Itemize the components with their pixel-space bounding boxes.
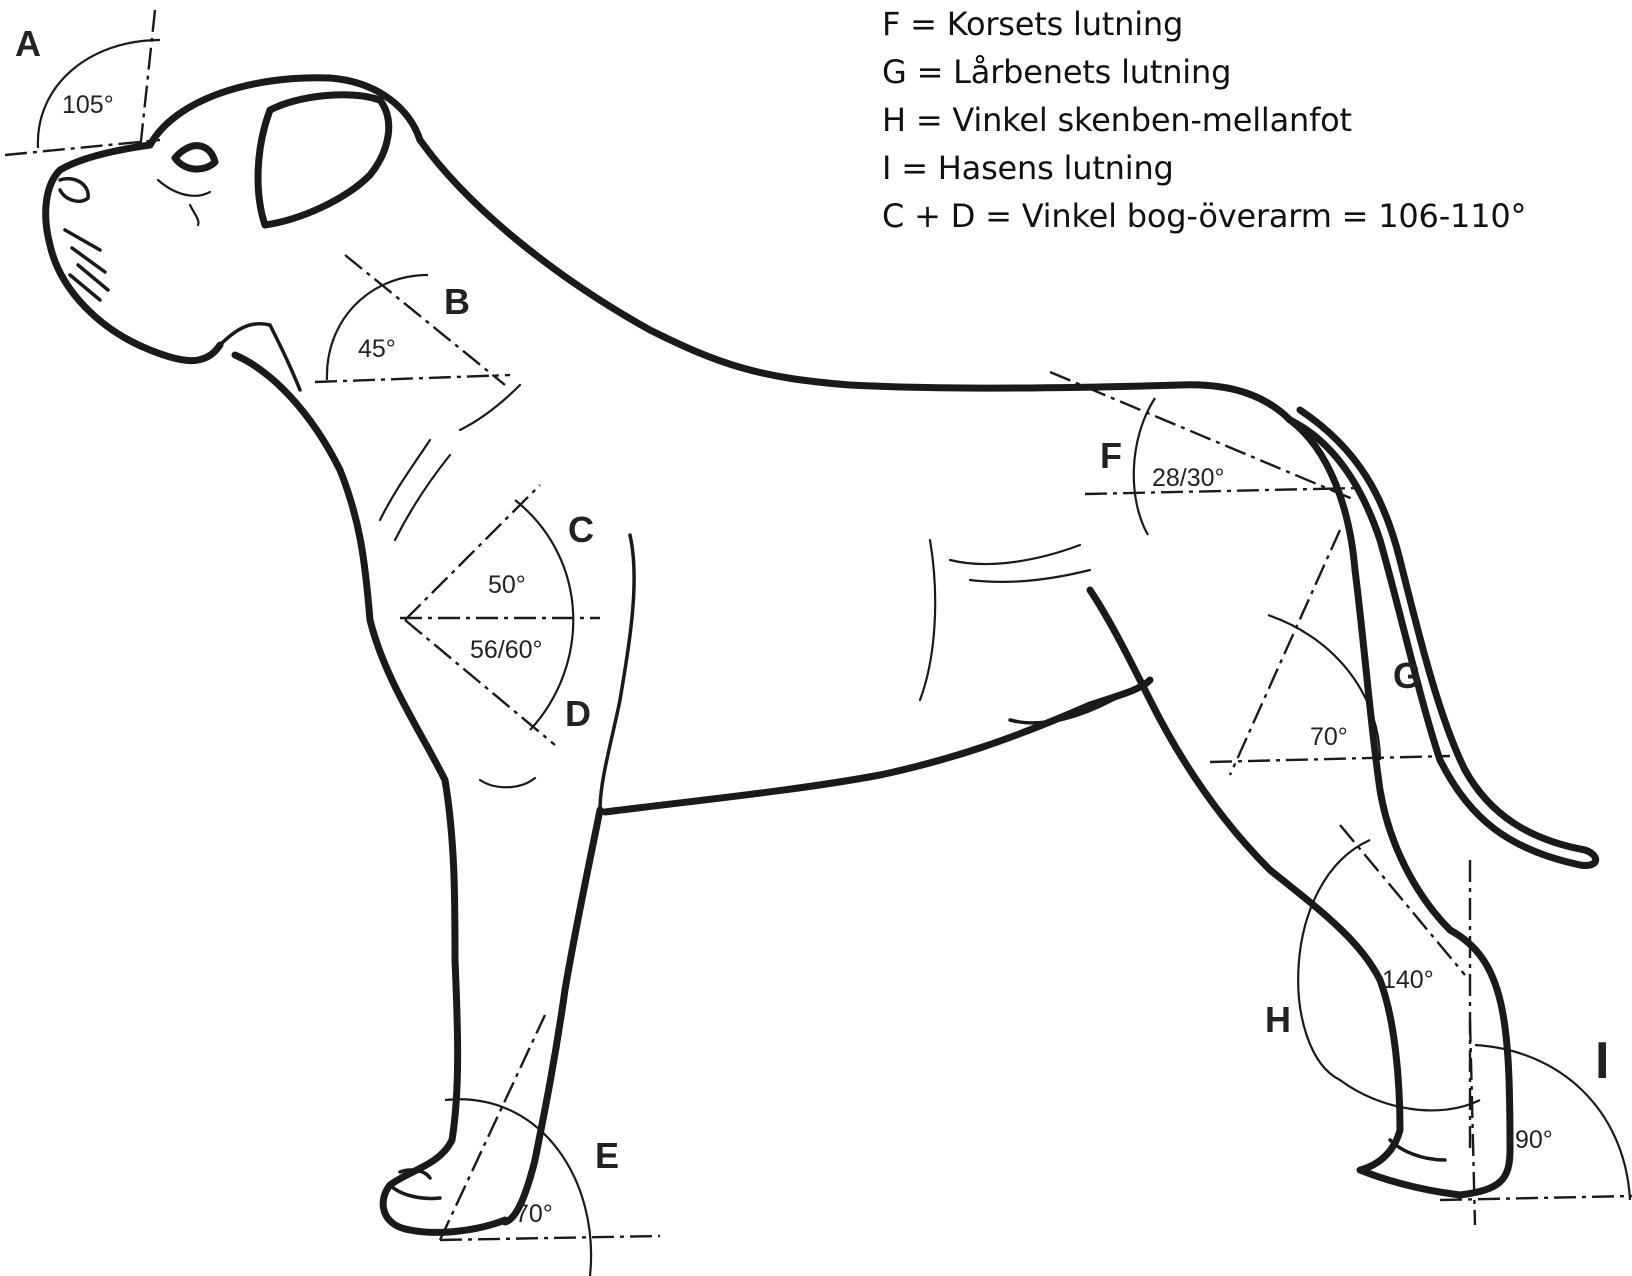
nose (60, 179, 88, 202)
angle-f: 28/30° (1152, 464, 1225, 492)
eye-wrinkle (158, 180, 210, 225)
ear (258, 95, 389, 225)
angle-i: 90° (1515, 1126, 1553, 1154)
label-d: D (565, 693, 591, 734)
angle-h: 140° (1382, 966, 1434, 994)
angle-a: 105° (62, 91, 114, 119)
neck-chest-outline (235, 355, 505, 1232)
line-g-horizontal (1210, 756, 1450, 762)
label-c: C (568, 509, 594, 550)
label-f: F (1100, 435, 1122, 476)
arc-e (445, 1099, 591, 1276)
head-outline (150, 78, 1290, 420)
label-e: E (595, 1135, 619, 1176)
eye (175, 146, 215, 169)
line-b-horizontal (315, 375, 510, 382)
angle-c: 50° (488, 571, 526, 599)
angle-e: 70° (515, 1200, 553, 1228)
arc-b (327, 275, 428, 380)
angle-letters: A B C D E F G H I (15, 23, 1609, 1176)
angle-d: 56/60° (470, 636, 543, 664)
fur-strokes (380, 385, 1090, 787)
label-h: H (1265, 999, 1291, 1040)
label-g: G (1393, 655, 1421, 696)
line-e-horizontal (440, 1236, 660, 1240)
jowl (220, 324, 300, 390)
angle-g: 70° (1310, 723, 1348, 751)
label-a: A (15, 23, 41, 64)
angle-constructions (5, 10, 1632, 1276)
line-a-vertical (140, 10, 155, 150)
shoulder-line (600, 535, 634, 810)
angle-b: 45° (358, 335, 396, 363)
belly (605, 680, 1150, 812)
label-b: B (444, 281, 470, 322)
front-leg-back (505, 810, 600, 1222)
angle-values: 105° 45° 50° 56/60° 70° 28/30° 70° 140° … (62, 91, 1553, 1228)
label-i: I (1595, 1032, 1609, 1090)
dog-outline (46, 78, 1596, 1233)
